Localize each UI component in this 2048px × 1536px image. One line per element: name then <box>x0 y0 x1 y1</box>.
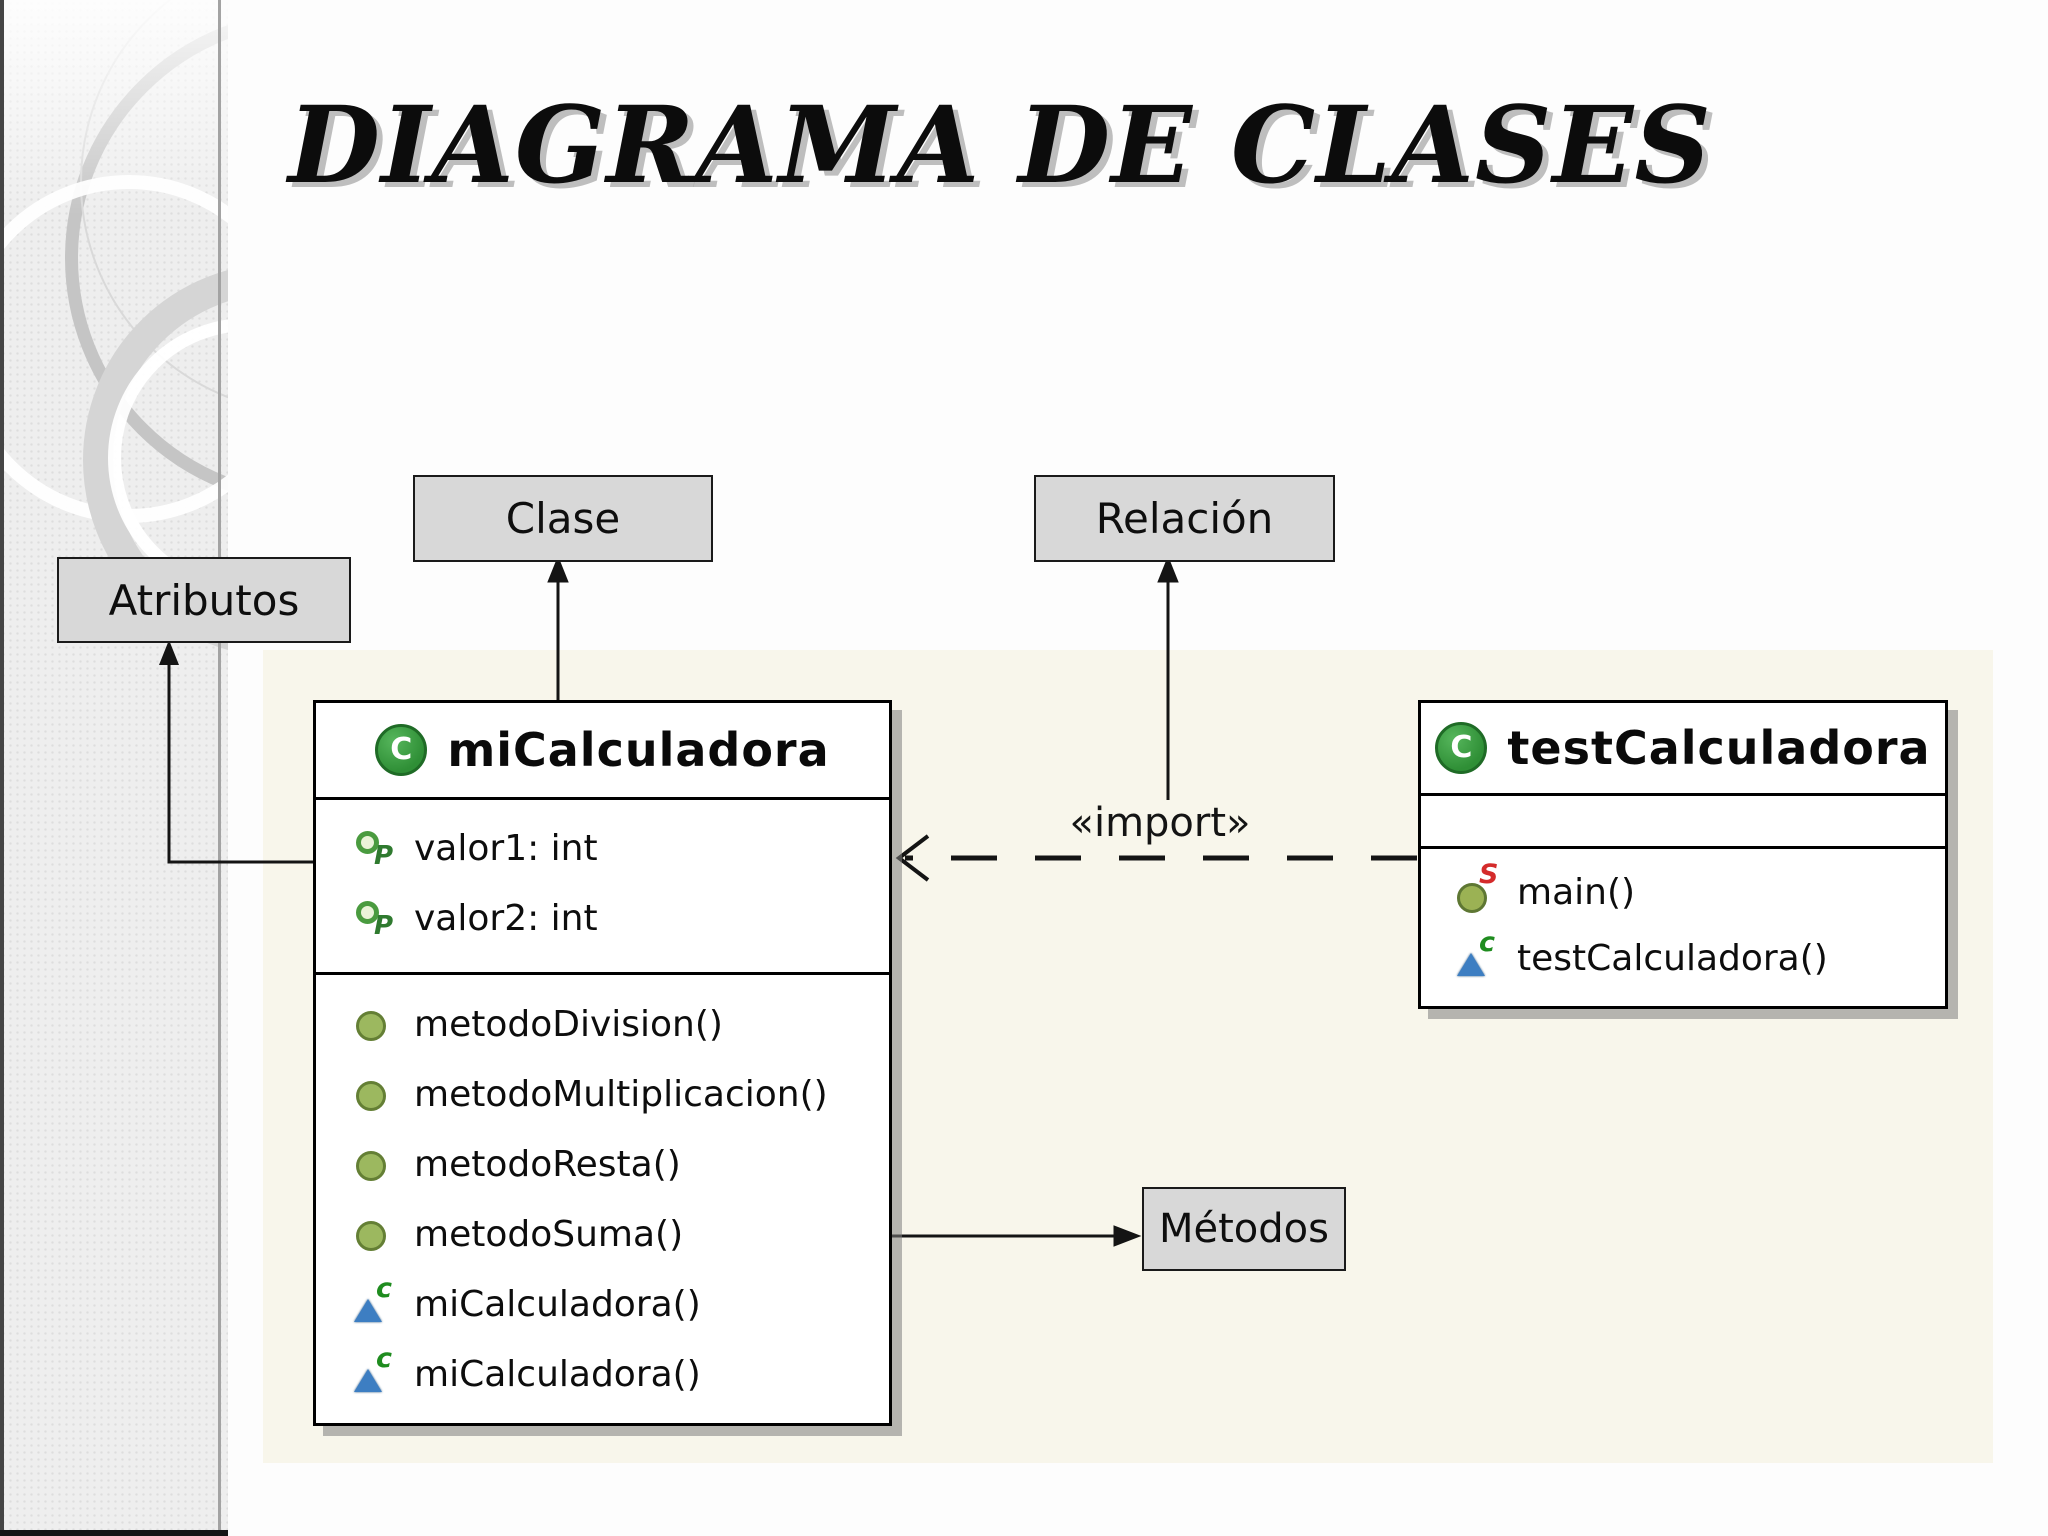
public-method-icon <box>352 1001 392 1047</box>
method-text: metodoMultiplicacion() <box>414 1073 828 1115</box>
uml-class-miCalculadora: C miCalculadora P valor1: int P valor2: … <box>313 700 892 1426</box>
method-row: metodoSuma() <box>316 1199 889 1269</box>
callout-clase: Clase <box>413 475 713 562</box>
method-text: metodoResta() <box>414 1143 681 1185</box>
class-name: miCalculadora <box>447 723 830 777</box>
protected-attribute-icon: P <box>352 825 393 871</box>
attribute-text: valor2: int <box>414 897 598 939</box>
class-icon: C <box>1435 722 1488 774</box>
constructor-icon: c <box>352 1345 392 1397</box>
method-text: main() <box>1517 871 1636 913</box>
import-stereotype-label: «import» <box>1069 800 1251 846</box>
method-row: metodoDivision() <box>316 989 889 1059</box>
attributes-compartment-empty <box>1421 793 1945 846</box>
sidebar-decoration <box>0 0 228 1536</box>
callout-atributos: Atributos <box>57 557 351 643</box>
class-header: C miCalculadora <box>316 703 889 797</box>
method-row: c miCalculadora() <box>316 1269 889 1339</box>
method-row: c miCalculadora() <box>316 1339 889 1409</box>
public-method-icon <box>352 1141 392 1187</box>
class-icon: C <box>375 724 428 776</box>
attributes-compartment: P valor1: int P valor2: int <box>316 797 889 972</box>
callout-metodos: Métodos <box>1142 1187 1346 1271</box>
method-text: testCalculadora() <box>1517 937 1828 979</box>
method-row: metodoResta() <box>316 1129 889 1199</box>
uml-class-testCalculadora: C testCalculadora S main() c testCalcula… <box>1418 700 1948 1009</box>
slide-title: DIAGRAMA DE CLASES <box>288 82 1712 207</box>
method-row: S main() <box>1421 859 1945 925</box>
attribute-row: P valor1: int <box>316 813 889 883</box>
method-text: metodoDivision() <box>414 1003 723 1045</box>
attribute-text: valor1: int <box>414 827 598 869</box>
constructor-icon: c <box>352 1275 392 1327</box>
slide-bottom-edge <box>0 1530 228 1536</box>
static-method-icon: S <box>1455 861 1498 915</box>
method-text: miCalculadora() <box>414 1283 701 1325</box>
class-header: C testCalculadora <box>1421 703 1945 793</box>
methods-compartment: metodoDivision() metodoMultiplicacion() … <box>316 972 889 1409</box>
methods-compartment: S main() c testCalculadora() <box>1421 846 1945 991</box>
slide-left-edge <box>0 0 4 1536</box>
public-method-icon <box>352 1211 392 1257</box>
sidebar-top-glow <box>0 0 228 215</box>
public-method-icon <box>352 1071 392 1117</box>
callout-relacion: Relación <box>1034 475 1335 562</box>
attribute-row: P valor2: int <box>316 883 889 953</box>
protected-attribute-icon: P <box>352 895 393 941</box>
method-text: metodoSuma() <box>414 1213 684 1255</box>
class-name: testCalculadora <box>1507 721 1931 775</box>
sidebar-edge-line <box>218 0 221 1536</box>
method-text: miCalculadora() <box>414 1353 701 1395</box>
method-row: metodoMultiplicacion() <box>316 1059 889 1129</box>
constructor-icon: c <box>1455 929 1495 981</box>
method-row: c testCalculadora() <box>1421 925 1945 991</box>
